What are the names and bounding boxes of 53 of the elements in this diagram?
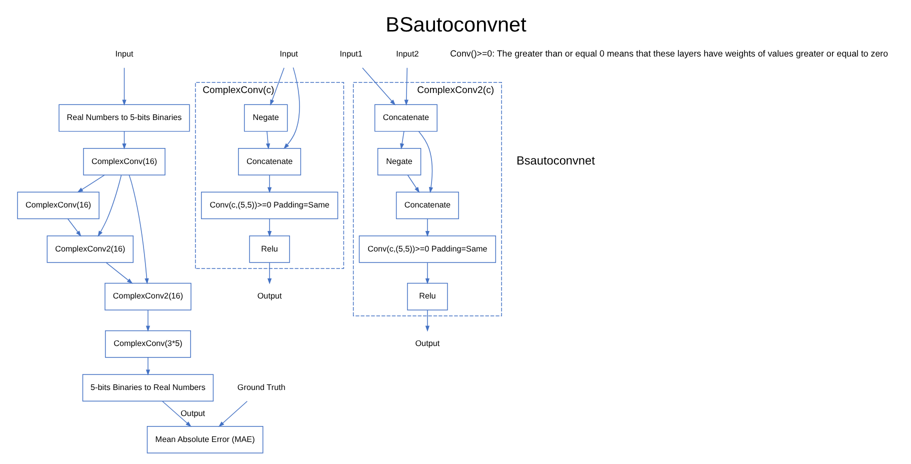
arrow — [362, 67, 396, 105]
node-text: Ground Truth — [236, 382, 285, 392]
label: Bsautoconvnet — [516, 153, 594, 168]
arrow — [399, 130, 404, 149]
arrow — [162, 400, 192, 426]
node-text: Output — [414, 338, 440, 348]
node-text: Output — [256, 291, 282, 300]
arrow — [97, 174, 122, 236]
arrow — [218, 400, 248, 426]
node-box: Negate — [244, 104, 288, 132]
edge-label: Output — [180, 408, 205, 418]
arrow — [424, 218, 430, 236]
arrow — [145, 356, 150, 375]
arrow — [265, 130, 270, 149]
arrow — [283, 66, 300, 149]
arrow — [266, 174, 272, 193]
arrow — [128, 174, 148, 284]
node-box: Relu — [248, 234, 290, 262]
node-box: Concatenate — [395, 191, 458, 219]
arrow — [406, 174, 420, 192]
arrow — [122, 67, 126, 106]
arrow — [122, 130, 126, 149]
node-box: ComplexConv(3*5) — [104, 330, 190, 358]
arrow — [270, 67, 284, 106]
node-box: ComplexConv2(16) — [104, 282, 191, 310]
diagram-title: BSautoconvnet — [385, 13, 526, 36]
node-text: Input — [279, 48, 298, 58]
caption: Conv()>=0: The greater than or equal 0 means that these layers have weights of values greater or equal to zero — [450, 48, 888, 58]
arrow — [418, 130, 433, 193]
arrow — [67, 218, 81, 236]
node-box: Real Numbers to 5-bits Binaries — [58, 104, 190, 132]
node-box: ComplexConv(16) — [16, 191, 99, 219]
node-text: Input1 — [339, 48, 362, 58]
node-text: Input2 — [396, 48, 418, 58]
node-box: Conv(c,(5,5))>=0 Padding=Same — [200, 191, 338, 219]
node-box: Concatenate — [374, 104, 437, 132]
arrow — [266, 262, 272, 284]
node-box: Negate — [376, 148, 421, 175]
node-box: Mean Absolute Error (MAE) — [146, 425, 263, 453]
arrow — [76, 174, 104, 192]
node-box: 5-bits Binaries to Real Numbers — [82, 374, 214, 402]
arrow — [424, 262, 430, 284]
arrow — [404, 67, 408, 106]
node-box: ComplexConv(16) — [82, 148, 165, 175]
node-text: Input — [114, 48, 133, 58]
node-box: Relu — [406, 282, 448, 310]
node-box: ComplexConv2(16) — [46, 234, 134, 262]
arrow — [105, 262, 132, 284]
node-box: Concatenate — [238, 148, 301, 175]
arrow — [424, 309, 430, 332]
arrow — [266, 218, 272, 236]
node-box: Conv(c,(5,5))>=0 Padding=Same — [358, 234, 496, 262]
arrow — [145, 309, 150, 332]
